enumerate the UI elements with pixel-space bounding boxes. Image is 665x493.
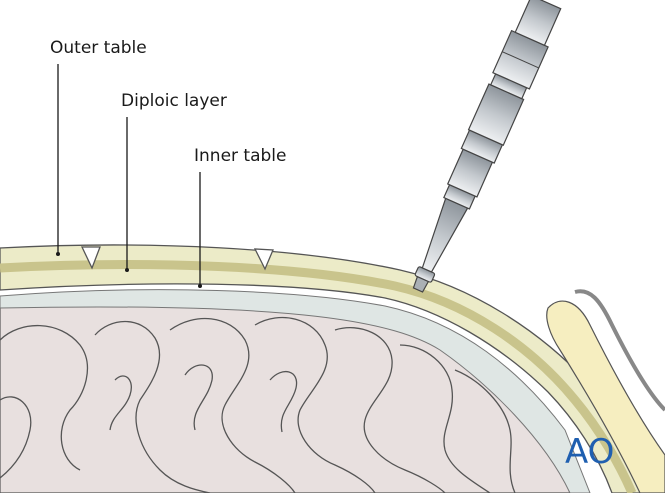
brain — [0, 297, 571, 493]
notch-left — [80, 246, 101, 270]
drill-icon — [412, 0, 562, 293]
dura-layer — [0, 289, 591, 493]
label-inner-table: Inner table — [194, 146, 286, 166]
ao-logo-icon: AO — [565, 432, 614, 472]
label-diploic-layer: Diploic layer — [121, 91, 227, 111]
label-outer-table: Outer table — [50, 38, 147, 58]
notch-right — [253, 248, 274, 271]
ao-logo-text: AO — [565, 432, 614, 472]
scalp-flap — [546, 289, 665, 493]
